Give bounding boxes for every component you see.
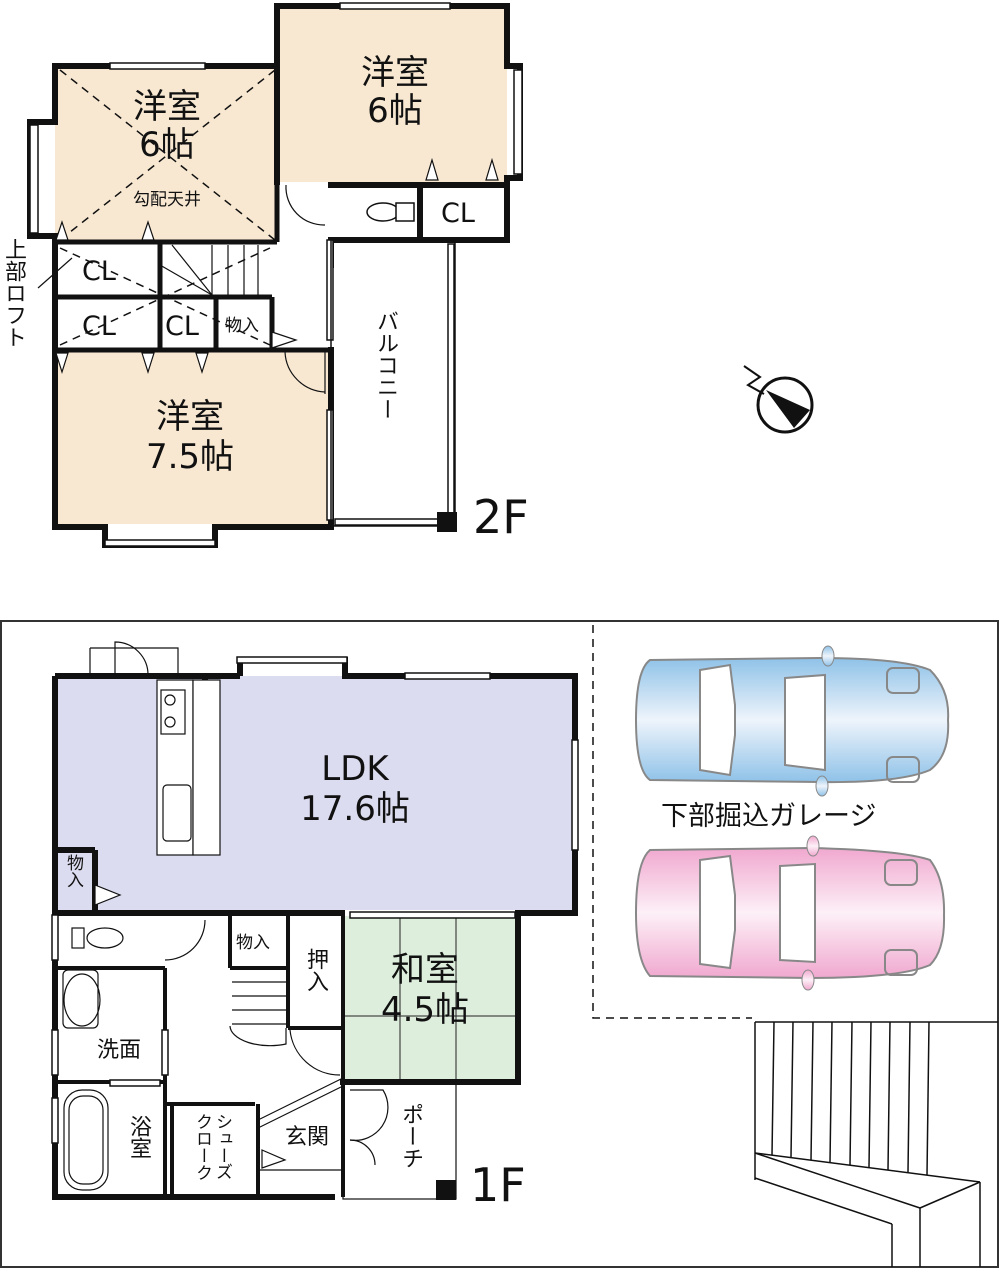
bath-label: 浴室 — [126, 1115, 151, 1159]
floor-label-2f: 2F — [473, 490, 529, 544]
storage-label-hall: 物入 — [236, 933, 270, 953]
north-arrow-icon — [743, 365, 814, 434]
sloped-ceiling-note: 勾配天井 — [133, 190, 201, 210]
room-size-ldk: 17.6帖 — [300, 789, 410, 829]
room-name-ldk: LDK — [321, 749, 389, 789]
closet-label-2: CL — [82, 256, 116, 287]
exterior-stairs — [754, 1021, 998, 1267]
floor-2f — [27, 2, 523, 548]
floor-1f — [0, 620, 999, 1268]
upper-loft-note: 上部ロフト — [1, 238, 26, 348]
floor-label-1f: 1F — [470, 1158, 526, 1212]
room-name-western-6: 洋室 — [361, 53, 429, 93]
room-western-7-5 — [55, 350, 331, 524]
car-icon-pink — [634, 835, 946, 991]
shoe-closet-label-col2: クローク — [192, 1113, 212, 1181]
shoe-closet-label-col2b: ズ — [212, 1163, 232, 1180]
car-icon-blue — [634, 645, 950, 797]
room-name-western-7-5: 洋室 — [156, 397, 224, 437]
room-size-western-7-5: 7.5帖 — [145, 437, 235, 477]
room-size-western-loft: 6帖 — [139, 125, 195, 165]
porch-label: ポーチ — [398, 1103, 423, 1169]
storage-label-2f: 物入 — [225, 316, 259, 336]
washroom-label: 洗面 — [97, 1038, 142, 1063]
room-size-japanese: 4.5帖 — [380, 990, 470, 1030]
closet-label-3: CL — [82, 311, 116, 342]
room-size-western-6: 6帖 — [367, 91, 423, 131]
room-western-6 — [277, 6, 507, 182]
closet-label-4: CL — [165, 311, 199, 342]
entrance-label: 玄関 — [285, 1125, 330, 1150]
oshiire-label: 押入 — [303, 948, 328, 992]
room-name-japanese: 和室 — [391, 950, 459, 990]
garage-label: 下部掘込ガレージ — [661, 801, 877, 832]
shoe-closet-label-col1: シュー — [212, 1113, 232, 1164]
balcony-label: バルコニー — [373, 310, 398, 420]
closet-label-1: CL — [441, 198, 475, 229]
room-name-western-loft: 洋室 — [133, 87, 201, 127]
storage-label-ldk: 物入 — [63, 854, 83, 888]
